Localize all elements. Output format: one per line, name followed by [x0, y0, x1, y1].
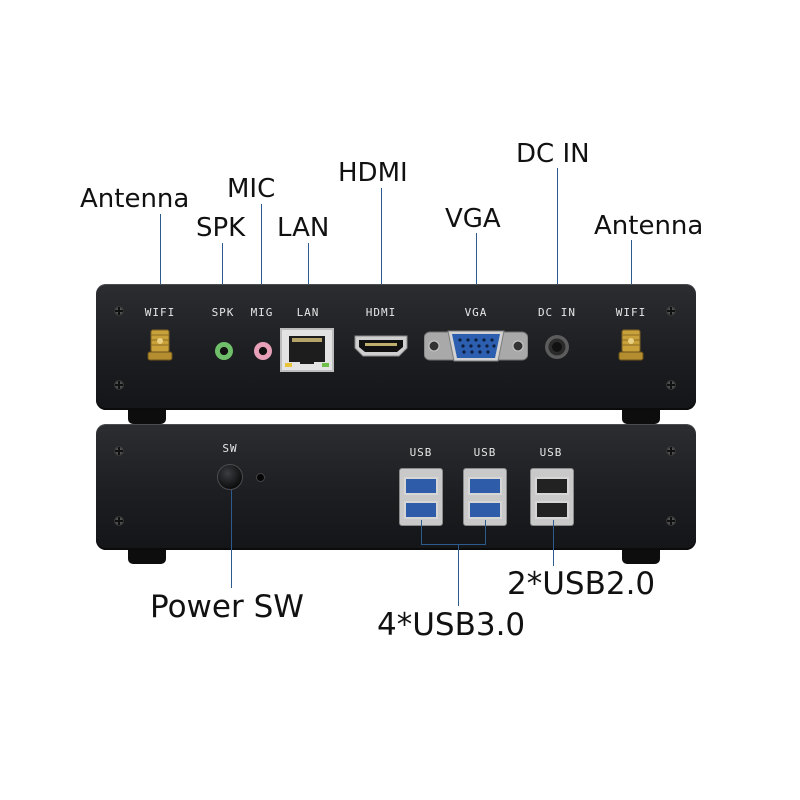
callout-lan: LAN — [277, 213, 330, 243]
sma-antenna-connector-icon[interactable] — [618, 328, 644, 361]
leader-dc-in — [557, 168, 558, 304]
device-foot — [622, 410, 660, 424]
rj45-port-icon[interactable] — [280, 328, 334, 372]
leader-power-sw — [231, 490, 232, 588]
hdmi-port-icon[interactable] — [353, 334, 409, 358]
dc-jack-icon[interactable] — [545, 335, 569, 359]
callout-usb2: 2*USB2.0 — [507, 566, 656, 602]
callout-power-sw: Power SW — [150, 589, 304, 625]
label-usb-2: USB — [473, 446, 497, 459]
sma-antenna-connector-icon[interactable] — [147, 328, 173, 361]
leader-usb3-left — [421, 520, 422, 544]
leader-usb3-right — [485, 520, 486, 544]
label-sw: SW — [222, 442, 238, 455]
screw-icon — [666, 446, 676, 456]
leader-lan — [308, 243, 309, 304]
usb3-port-stack-2 — [463, 468, 507, 526]
leader-usb3-drop — [458, 544, 459, 606]
device-foot — [128, 550, 166, 564]
callout-dc-in: DC IN — [516, 139, 590, 169]
label-hdmi: HDMI — [365, 306, 397, 319]
screw-icon — [114, 306, 124, 316]
usb-port-icon[interactable] — [468, 501, 502, 519]
usb-port-icon[interactable] — [535, 501, 569, 519]
leader-spk — [222, 243, 223, 304]
screw-icon — [114, 446, 124, 456]
label-lan: LAN — [296, 306, 320, 319]
leader-usb2 — [553, 520, 554, 566]
callout-usb3: 4*USB3.0 — [377, 607, 526, 643]
callout-mic: MIC — [227, 174, 276, 204]
leader-antenna-left — [160, 214, 161, 304]
label-mic: MIG — [250, 306, 274, 319]
usb3-port-stack-1 — [399, 468, 443, 526]
device-foot — [128, 410, 166, 424]
callout-hdmi: HDMI — [338, 158, 408, 188]
label-vga: VGA — [464, 306, 488, 319]
label-usb-1: USB — [409, 446, 433, 459]
callout-antenna-right: Antenna — [594, 211, 704, 241]
usb-port-icon[interactable] — [404, 501, 438, 519]
vga-port-icon[interactable] — [423, 328, 529, 364]
usb-port-icon[interactable] — [404, 477, 438, 495]
callout-antenna-left: Antenna — [80, 184, 190, 214]
spk-audio-jack-icon[interactable] — [215, 342, 233, 360]
back-panel: WIFI SPK MIG LAN HDMI VGA DC IN WIFI — [96, 284, 696, 410]
mic-audio-jack-icon[interactable] — [254, 342, 272, 360]
leader-hdmi — [381, 188, 382, 304]
screw-icon — [666, 306, 676, 316]
leader-mic — [261, 204, 262, 304]
leader-antenna-right — [631, 240, 632, 304]
device-foot — [622, 550, 660, 564]
label-dc-in: DC IN — [537, 306, 577, 319]
front-panel: SW USB USB USB — [96, 424, 696, 550]
label-spk: SPK — [211, 306, 235, 319]
power-button-icon[interactable] — [217, 464, 243, 490]
callout-vga: VGA — [445, 204, 501, 234]
leader-usb3-bar — [421, 544, 486, 545]
screw-icon — [114, 380, 124, 390]
label-wifi-left: WIFI — [144, 306, 176, 319]
label-usb-3: USB — [539, 446, 563, 459]
label-wifi-right: WIFI — [615, 306, 647, 319]
power-led-icon — [256, 473, 265, 482]
usb2-port-stack — [530, 468, 574, 526]
leader-vga — [476, 233, 477, 304]
screw-icon — [666, 380, 676, 390]
usb-port-icon[interactable] — [535, 477, 569, 495]
usb-port-icon[interactable] — [468, 477, 502, 495]
screw-icon — [114, 516, 124, 526]
screw-icon — [666, 516, 676, 526]
callout-spk: SPK — [196, 213, 246, 243]
